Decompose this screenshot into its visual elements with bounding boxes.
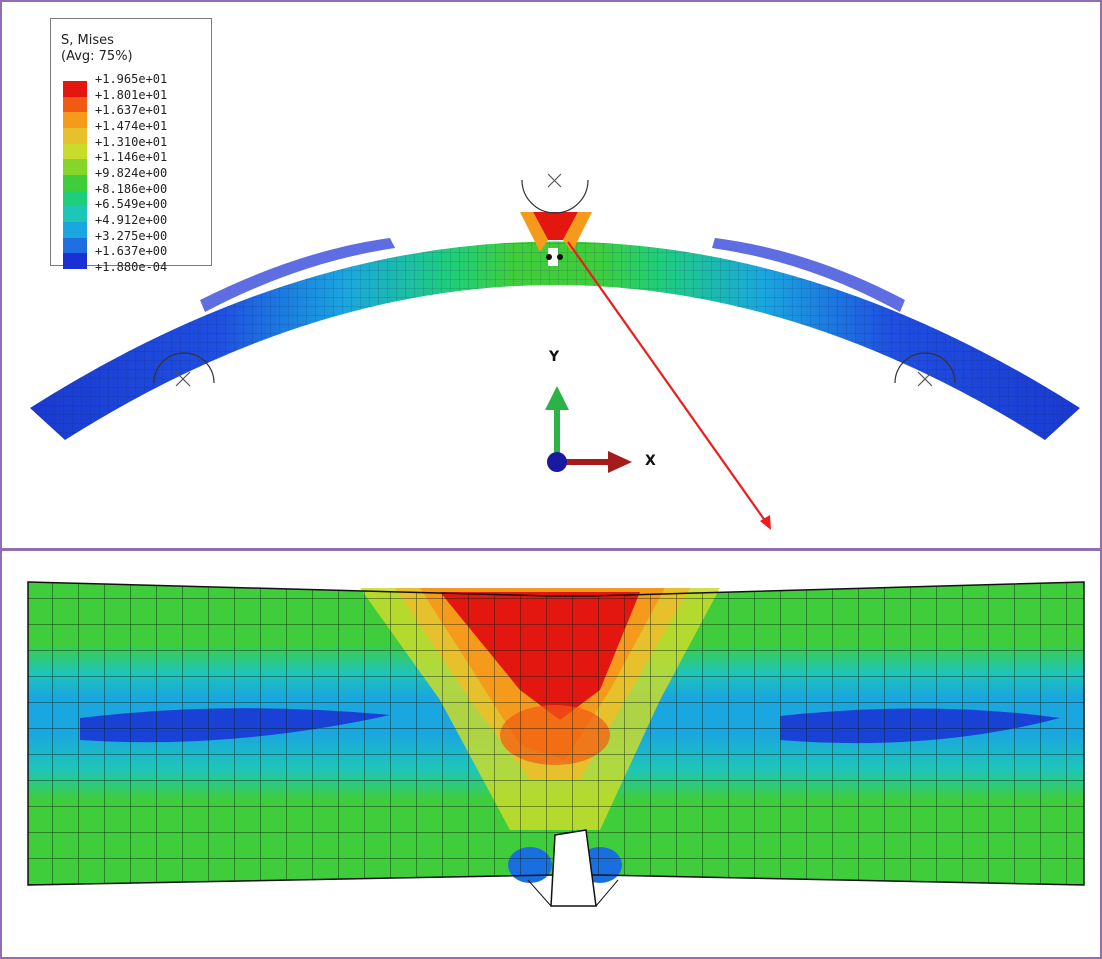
legend-level-label: +4.912e+00 (95, 213, 168, 227)
legend-level-label: +1.637e+00 (95, 244, 168, 259)
legend-level-label: +9.824e+00 (95, 166, 168, 180)
stress-legend: S, Mises (Avg: 75%) +1.965e+01+1.801e+01… (50, 18, 212, 274)
panel-divider (0, 548, 1102, 551)
legend-swatch (63, 128, 87, 145)
legend-swatch (63, 143, 87, 160)
legend-level-label: +1.880e-04 (95, 260, 168, 274)
legend-subtitle: (Avg: 75%) (61, 49, 133, 64)
legend-colorbar (63, 81, 87, 270)
legend-level-label: +1.310e+01 (95, 134, 168, 149)
legend-level-label: +1.801e+01 (95, 87, 168, 102)
legend-level-label: +1.965e+01 (95, 72, 168, 86)
support-left (153, 352, 215, 387)
legend-swatch (63, 237, 87, 254)
legend-swatch (63, 206, 87, 223)
support-right (894, 352, 956, 387)
legend-swatch (63, 190, 87, 207)
legend-level-label: +8.186e+00 (95, 181, 168, 196)
legend-swatch (63, 81, 87, 98)
legend-swatch (63, 222, 87, 239)
load-pin-top (521, 173, 589, 214)
legend-level-label: +1.637e+01 (95, 103, 168, 118)
legend-level-label: +1.474e+01 (95, 119, 168, 133)
legend-level-label: +6.549e+00 (95, 197, 168, 212)
legend-level-label: +1.146e+01 (95, 150, 168, 165)
x-axis-label: X (645, 453, 656, 469)
legend-level-label: +3.275e+00 (95, 228, 168, 243)
y-axis-label: Y (549, 349, 560, 365)
legend-swatch (63, 96, 87, 113)
legend-swatch (63, 159, 87, 176)
callout-arrow (567, 241, 771, 530)
legend-swatch (63, 112, 87, 129)
coordinate-triad (545, 386, 632, 473)
legend-swatch (63, 253, 87, 270)
legend-swatch (63, 175, 87, 192)
zoom-view (27, 581, 1085, 907)
beam-shape (30, 212, 1080, 440)
legend-title: S, Mises (61, 33, 114, 48)
